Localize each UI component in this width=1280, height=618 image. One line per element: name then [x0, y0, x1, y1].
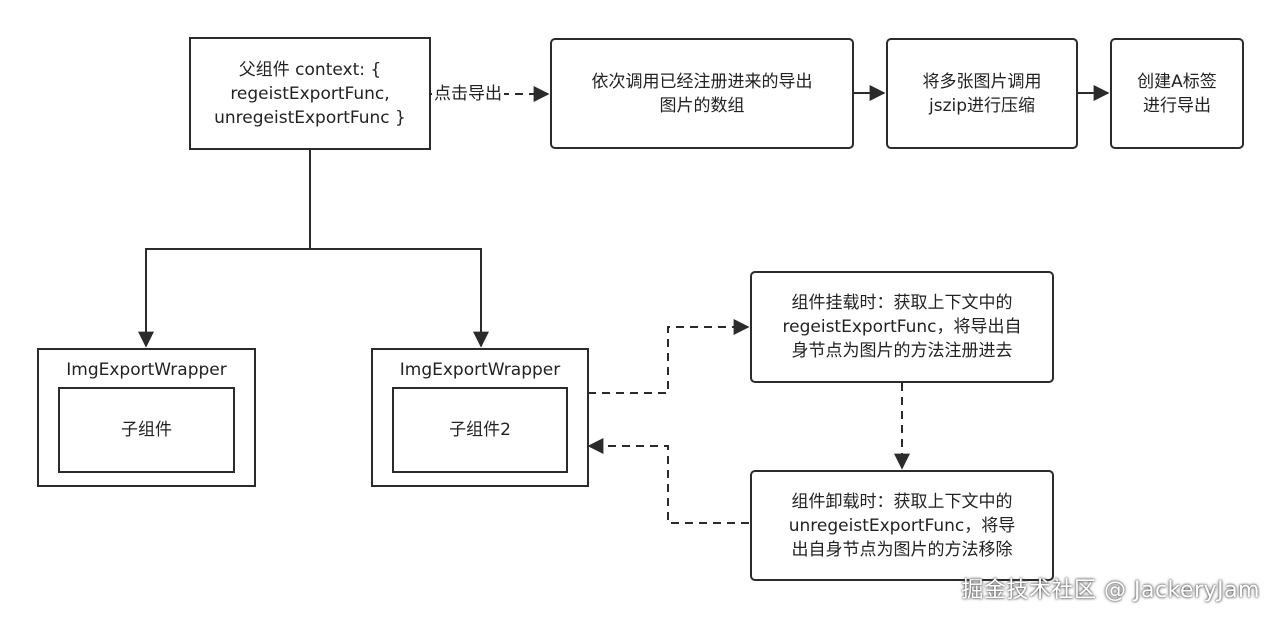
child-component-1-label: 子组件: [121, 420, 172, 440]
img-export-wrapper-1: ImgExportWrapper 子组件: [37, 348, 256, 487]
unmount-node: 组件卸载时：获取上下文中的 unregeistExportFunc，将导 出自身…: [750, 470, 1054, 581]
create-link-line-2: 进行导出: [1143, 95, 1211, 116]
create-link-node: 创建A标签 进行导出: [1110, 38, 1244, 149]
edge-parent-to-wrapper2: [310, 248, 489, 348]
child-component-2: 子组件2: [392, 387, 568, 473]
mount-line-2: regeistExportFunc，将导出自: [782, 317, 1022, 337]
jszip-line-1: 将多张图片调用: [922, 71, 1042, 92]
jszip-line-2: jszip进行压缩: [928, 95, 1036, 116]
wrapper-1-title: ImgExportWrapper: [66, 360, 227, 380]
call-exports-line-1: 依次调用已经注册进来的导出: [591, 71, 813, 92]
unmount-line-3: 出自身节点为图片的方法移除: [791, 539, 1013, 560]
mount-node: 组件挂载时：获取上下文中的 regeistExportFunc，将导出自 身节点…: [750, 271, 1054, 383]
img-export-wrapper-2: ImgExportWrapper 子组件2: [371, 348, 589, 487]
wrapper-2-title: ImgExportWrapper: [399, 360, 561, 380]
edge-wrapper2-to-mount: [588, 319, 750, 394]
call-exports-node: 依次调用已经注册进来的导出 图片的数组: [550, 38, 854, 149]
mount-line-3: 身节点为图片的方法注册进去: [791, 341, 1013, 361]
mount-line-1: 组件挂载时：获取上下文中的: [791, 293, 1013, 313]
parent-line-3: unregeistExportFunc }: [214, 107, 406, 128]
edge-unmount-to-wrapper2: [587, 438, 749, 524]
parent-line-2: regeistExportFunc,: [230, 83, 390, 104]
call-exports-line-2: 图片的数组: [659, 95, 745, 116]
click-export-label: 点击导出: [432, 83, 504, 105]
jszip-node: 将多张图片调用 jszip进行压缩: [886, 38, 1078, 149]
unmount-line-1: 组件卸载时：获取上下文中的: [791, 491, 1013, 512]
unmount-line-2: unregeistExportFunc，将导: [788, 515, 1016, 536]
child-component-1: 子组件: [58, 387, 235, 473]
child-component-2-label: 子组件2: [449, 420, 511, 440]
watermark: 掘金技术社区 @ JackeryJam: [961, 578, 1260, 603]
parent-line-1: 父组件 context: {: [238, 59, 382, 80]
create-link-line-1: 创建A标签: [1137, 71, 1217, 92]
parent-component-node: 父组件 context: { regeistExportFunc, unrege…: [189, 37, 431, 150]
edge-parent-to-wrapper1: [138, 248, 310, 348]
